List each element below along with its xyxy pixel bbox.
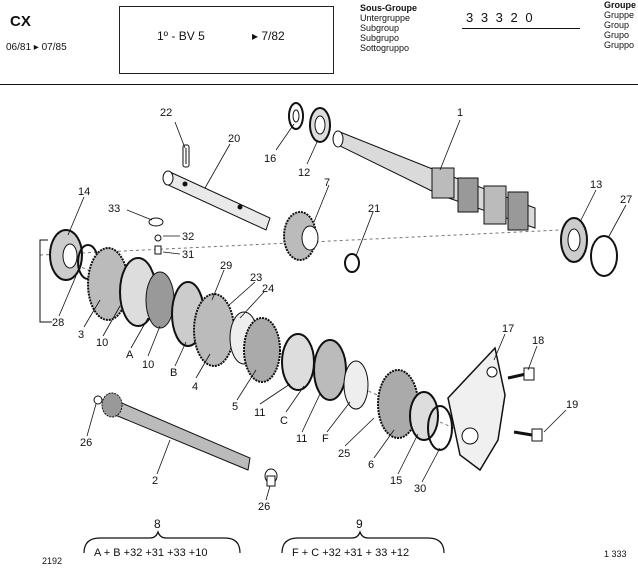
callout-F: F — [322, 433, 329, 445]
callout-15: 15 — [390, 475, 402, 487]
left-bracket — [39, 239, 52, 323]
callout-22: 22 — [160, 107, 172, 119]
bearing-plate-part — [447, 346, 506, 472]
callout-4: 4 — [192, 381, 198, 393]
callout-10b: 10 — [142, 359, 154, 371]
callout-C: C — [280, 415, 288, 427]
callout-18: 18 — [532, 335, 544, 347]
subgroup-label-es: Subgrupo — [360, 33, 400, 43]
callout-31: 31 — [182, 249, 194, 261]
bearing-part — [309, 107, 331, 143]
mainshaft-part — [332, 130, 536, 231]
subgroup-label-en: Subgroup — [360, 23, 400, 33]
callout-30: 30 — [414, 483, 426, 495]
kit-9-formula: F + C +32 +31 + 33 +12 — [292, 547, 410, 559]
callout-3: 3 — [78, 329, 84, 341]
gear-cluster — [87, 247, 453, 451]
callout-21: 21 — [368, 203, 380, 215]
callout-29: 29 — [220, 260, 232, 272]
end-cap-part-26 — [264, 468, 278, 487]
date-range: 06/81 ▸ 07/85 — [6, 42, 67, 53]
plate-hole — [461, 427, 479, 445]
callout-14: 14 — [78, 186, 90, 198]
kit-8-brace — [83, 530, 241, 554]
callout-2: 2 — [152, 475, 158, 487]
callout-26a: 26 — [80, 437, 92, 449]
fork-rod-part — [162, 170, 271, 231]
group-label-es: Grupo — [604, 30, 630, 40]
callout-20: 20 — [228, 133, 240, 145]
gearbox-box — [119, 6, 334, 74]
callout-32: 32 — [182, 231, 194, 243]
bearing-part-13 — [560, 217, 588, 263]
callout-33: 33 — [108, 203, 120, 215]
detent-part-32 — [154, 234, 162, 242]
callout-12: 12 — [298, 167, 310, 179]
callout-5: 5 — [232, 401, 238, 413]
callout-23: 23 — [250, 272, 262, 284]
screw-part-18 — [507, 367, 535, 381]
leader-lines — [58, 119, 627, 501]
callout-10a: 10 — [96, 337, 108, 349]
callout-13: 13 — [590, 179, 602, 191]
group-label-fr: Groupe — [604, 0, 637, 10]
callout-19: 19 — [566, 399, 578, 411]
kit-9-number: 9 — [356, 517, 363, 531]
callout-11b: 11 — [296, 433, 307, 445]
washer-part — [344, 253, 360, 273]
header-rule — [0, 84, 638, 85]
callout-B: B — [170, 367, 177, 379]
pin-part — [182, 144, 190, 168]
callout-7: 7 — [324, 177, 330, 189]
subgroup-label-de: Untergruppe — [360, 13, 411, 23]
seal-part — [288, 102, 304, 130]
plate-hole — [486, 366, 498, 378]
callout-17: 17 — [502, 323, 514, 335]
kit-8-number: 8 — [154, 517, 161, 531]
callout-6: 6 — [368, 459, 374, 471]
kit-9-brace — [281, 530, 445, 554]
callout-11a: 11 — [254, 407, 265, 419]
subgroup-label-it: Sottogruppo — [360, 43, 410, 53]
callout-A: A — [126, 349, 134, 361]
subgroup-code: 3 3 3 2 0 — [466, 10, 535, 25]
callout-25: 25 — [338, 448, 350, 460]
callout-24: 24 — [262, 283, 274, 295]
detent-part-33 — [148, 217, 164, 227]
kit-8-formula: A + B +32 +31 +33 +10 — [94, 547, 208, 559]
callout-labels: 22 20 16 12 1 7 21 13 27 14 33 32 31 29 … — [52, 107, 632, 513]
subgroup-label-fr: Sous-Groupe — [360, 3, 418, 13]
detent-part-31 — [154, 245, 162, 255]
gearbox-date: ▸ 7/82 — [252, 29, 285, 43]
gear-part-7 — [283, 211, 319, 261]
gearbox-type: 1º - BV 5 — [157, 29, 205, 43]
model-code: CX — [10, 13, 31, 30]
layshaft-part — [93, 392, 251, 471]
screw-part-19 — [513, 428, 543, 442]
circlip-part — [590, 235, 618, 277]
callout-28: 28 — [52, 317, 64, 329]
group-label-it: Gruppo — [604, 40, 635, 50]
callout-27: 27 — [620, 194, 632, 206]
callout-16: 16 — [264, 153, 276, 165]
group-label-en: Group — [604, 20, 630, 30]
group-label-de: Gruppe — [604, 10, 635, 20]
callout-26b: 26 — [258, 501, 270, 513]
callout-1: 1 — [457, 107, 463, 119]
footer-ref-left: 2192 — [42, 556, 63, 566]
footer-ref-right: 1 333 — [604, 549, 627, 559]
subgroup-code-underline — [462, 28, 580, 29]
